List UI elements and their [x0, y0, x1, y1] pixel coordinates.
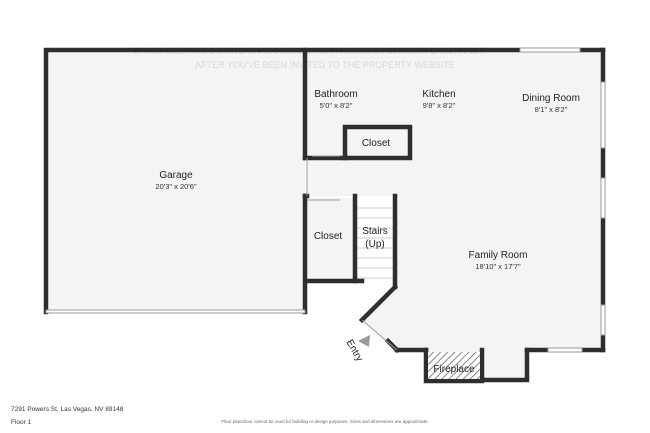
window-right-3 — [600, 304, 606, 336]
doors — [306, 155, 398, 351]
window-right-2 — [600, 177, 606, 219]
window-bottom — [547, 347, 583, 353]
closet-left-label: Closet — [314, 231, 343, 242]
entry-arrow-icon — [358, 335, 370, 347]
windows — [45, 47, 606, 353]
closet-top-label: Closet — [362, 138, 391, 149]
garage-dims: 20'3" x 20'6" — [155, 182, 196, 191]
family-room-dims: 18'10" x 17'7" — [475, 262, 521, 271]
kitchen-dims: 9'8" x 8'2" — [423, 101, 456, 110]
fireplace-hatch — [428, 352, 480, 379]
garage-floor — [46, 50, 305, 312]
entry-door-line — [361, 319, 398, 351]
stair-treads — [357, 207, 394, 279]
fireplace-label: Fireplace — [433, 364, 475, 375]
closet-left-floor — [307, 198, 355, 281]
footer-floor: Floor 1 — [11, 419, 32, 426]
stairs-label: Stairs — [362, 226, 388, 237]
floor-fills — [46, 50, 603, 381]
garage-label: Garage — [159, 170, 193, 181]
stairs-sub-label: (Up) — [365, 239, 384, 250]
window-right-1 — [600, 81, 606, 149]
stairs-floor — [355, 198, 395, 281]
bathroom-label: Bathroom — [314, 89, 357, 100]
bay-floor — [482, 350, 527, 380]
dining-dims: 8'1" x 8'2" — [535, 105, 568, 114]
footer-address: 7291 Powers St, Las Vegas, NV 89148 — [11, 406, 124, 413]
garage-door — [45, 309, 306, 314]
dining-label: Dining Room — [522, 93, 580, 104]
kitchen-label: Kitchen — [422, 89, 455, 100]
bathroom-dims: 5'0" x 8'2" — [320, 101, 353, 110]
family-room-label: Family Room — [469, 250, 528, 261]
footer-disclaimer: Floor plans/tour cannot be used for buil… — [221, 419, 429, 424]
window-top — [519, 47, 581, 53]
watermark-line2: AFTER YOU'VE BEEN INVITED TO THE PROPERT… — [195, 60, 455, 70]
